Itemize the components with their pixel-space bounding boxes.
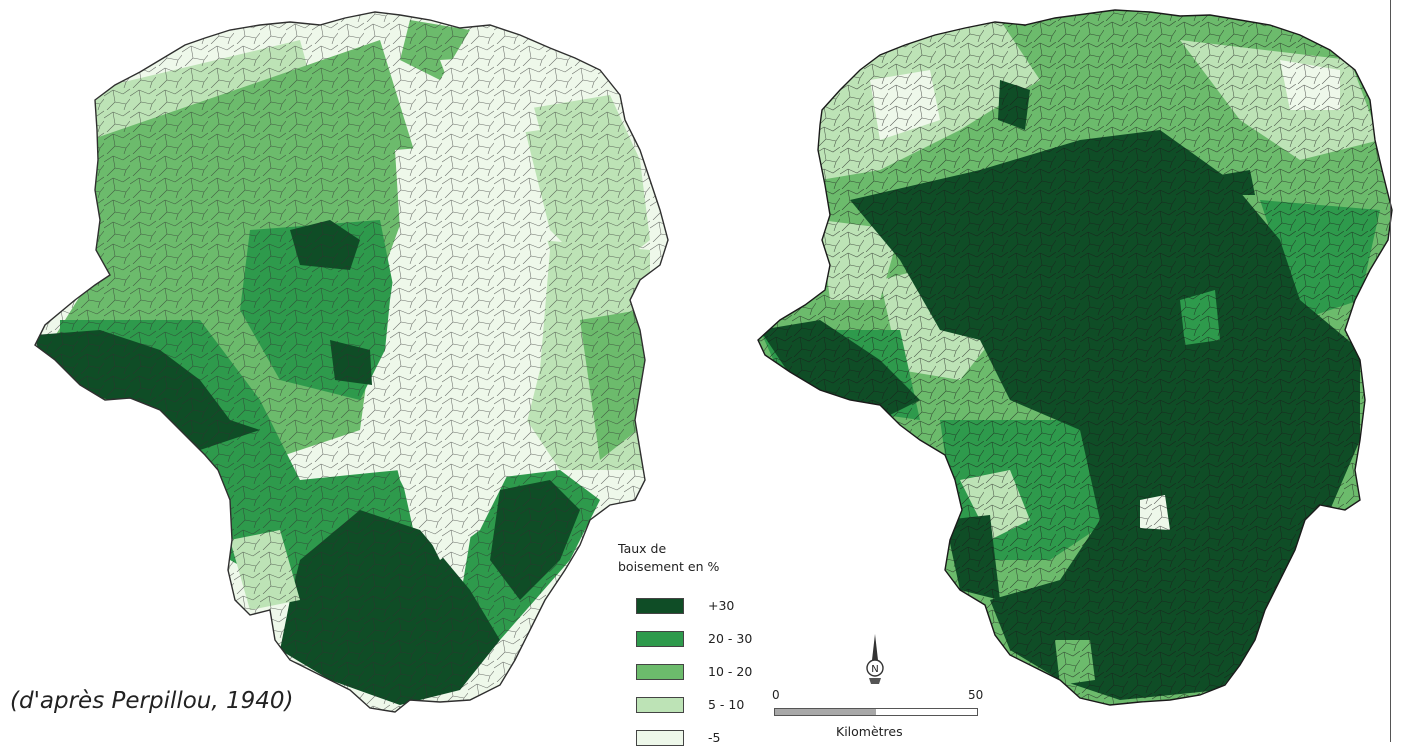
scale-unit-label: Kilomètres (836, 724, 903, 739)
source-caption: (d'après Perpillou, 1940) (10, 688, 294, 714)
map-1940 (34, 11, 669, 713)
frame-right-border (1390, 0, 1391, 742)
legend: Taux de boisement en % +30 20 - 30 10 - 20… (618, 540, 778, 746)
map-present (757, 9, 1393, 706)
scale-bar: 0 50 Kilomètres (772, 688, 992, 742)
scale-start-label: 0 (772, 688, 780, 702)
legend-swatch (636, 664, 684, 680)
legend-label: 20 - 30 (708, 631, 753, 646)
legend-label: 5 - 10 (708, 697, 745, 712)
scale-bar-graphic (774, 708, 978, 716)
legend-label: +30 (708, 598, 735, 613)
legend-label: 10 - 20 (708, 664, 753, 679)
legend-swatch (636, 730, 684, 746)
legend-swatch (636, 697, 684, 713)
north-arrow-icon: N (866, 634, 884, 684)
legend-swatch (636, 598, 684, 614)
legend-title-line1: Taux de (618, 541, 667, 556)
scale-end-label: 50 (968, 688, 984, 702)
legend-swatch (636, 631, 684, 647)
legend-title-line2: boisement en % (618, 559, 720, 574)
north-arrow-letter: N (871, 664, 878, 675)
legend-label: -5 (708, 730, 721, 745)
